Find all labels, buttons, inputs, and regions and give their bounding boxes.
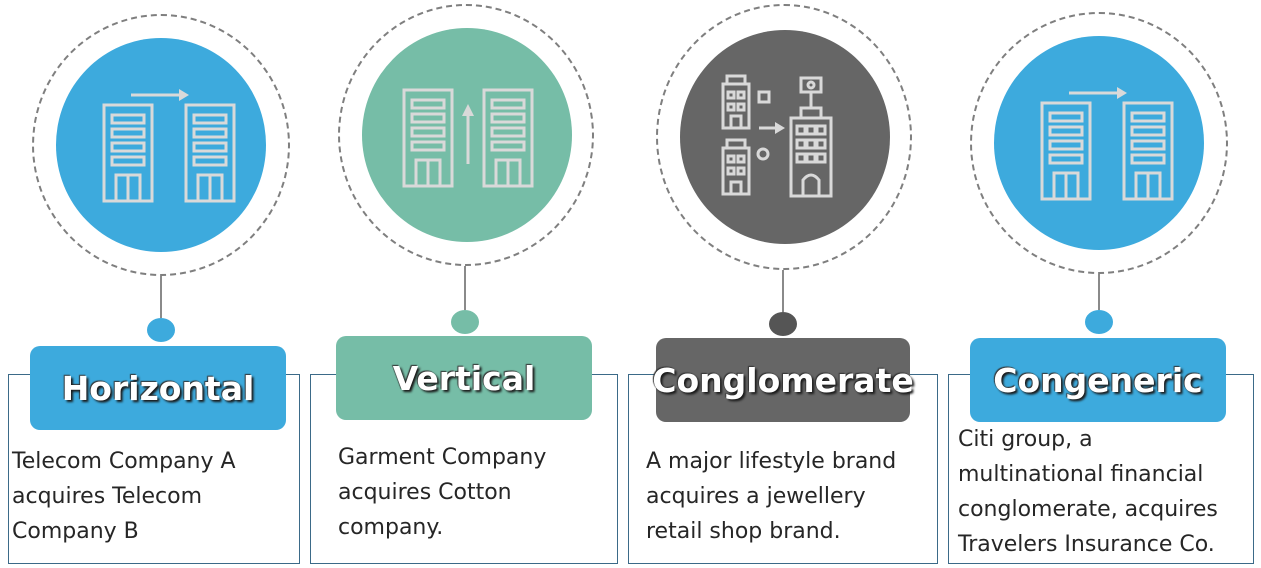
merger-title: Conglomerate: [652, 360, 914, 400]
merger-title: Horizontal: [61, 368, 255, 408]
two-buildings-vertical-arrow-icon: [402, 88, 534, 188]
title-pill: Congeneric: [970, 338, 1226, 422]
connector-line: [464, 266, 466, 310]
connector-dot: [1085, 310, 1113, 334]
merger-type-vertical: Vertical Garment Company acquires Cotton…: [0, 0, 618, 568]
buildings-merge-icon: [721, 74, 833, 198]
icon-disc: [56, 38, 266, 252]
connector-dot: [451, 310, 479, 334]
merger-description: Telecom Company A acquires Telecom Compa…: [12, 449, 236, 544]
dashed-ring: [656, 4, 912, 270]
icon-disc: [994, 36, 1204, 250]
dashed-ring: [338, 4, 594, 266]
icon-disc: [362, 28, 572, 242]
connector-line: [782, 270, 784, 312]
two-buildings-horizontal-arrow-icon: [102, 89, 236, 203]
title-pill: Vertical: [336, 336, 592, 420]
merger-type-conglomerate: Conglomerate A major lifestyle brand acq…: [0, 0, 938, 568]
title-pill: Conglomerate: [652, 338, 914, 422]
merger-description: Citi group, a multinational financial co…: [958, 427, 1218, 557]
merger-title: Congeneric: [993, 360, 1203, 400]
dashed-ring: [32, 14, 290, 276]
connector-dot: [147, 318, 175, 342]
merger-description: A major lifestyle brand acquires a jewel…: [646, 449, 897, 544]
merger-description: Garment Company acquires Cotton company.: [338, 445, 547, 540]
connector-dot: [769, 312, 797, 336]
two-buildings-horizontal-arrow-icon: [1040, 87, 1174, 201]
icon-disc: [680, 30, 890, 244]
merger-type-horizontal: Horizontal Telecom Company A acquires Te…: [0, 0, 320, 568]
connector-line: [1098, 274, 1100, 310]
title-pill: Horizontal: [30, 346, 286, 430]
dashed-ring: [970, 12, 1228, 274]
merger-title: Vertical: [392, 358, 536, 398]
connector-line: [160, 276, 162, 318]
